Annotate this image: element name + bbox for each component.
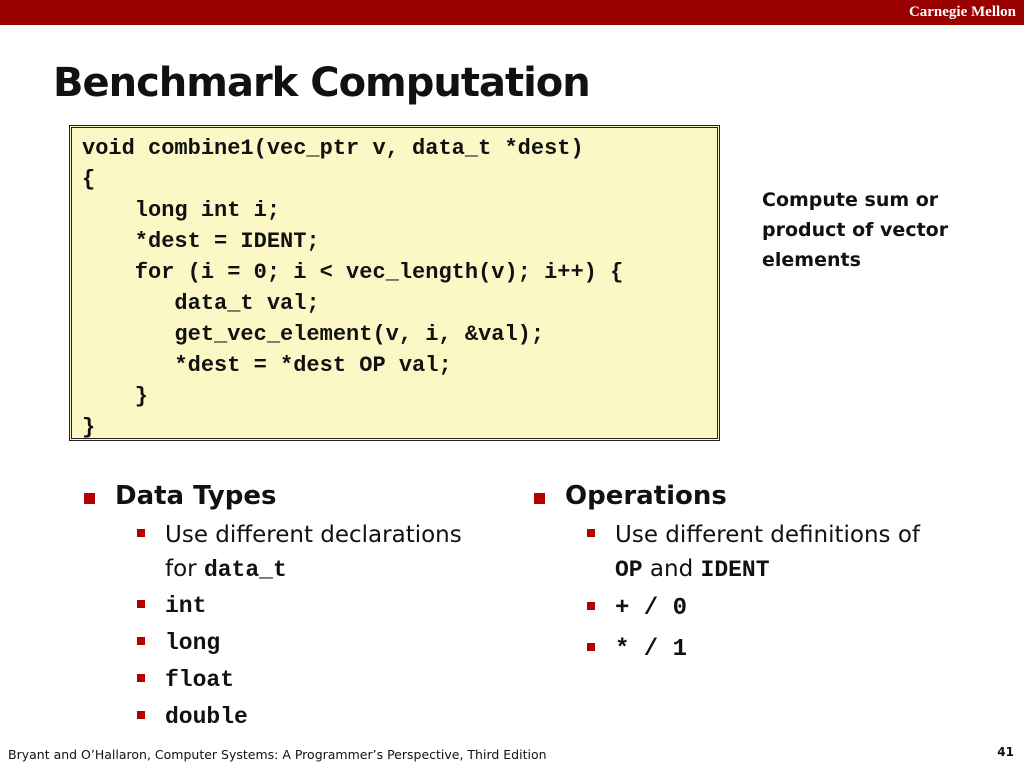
operations-heading: Operations (534, 478, 974, 518)
code-term: long (165, 630, 221, 656)
code-term: * / 1 (615, 636, 688, 663)
code-line: } (82, 415, 96, 440)
square-bullet-icon (84, 493, 95, 504)
code-term: data_t (203, 557, 287, 583)
code-term: double (165, 704, 248, 730)
square-bullet-icon (137, 529, 145, 537)
code-term: float (165, 667, 235, 693)
side-note-line: product of vector (762, 219, 949, 241)
top-brand-bar: Carnegie Mellon (0, 0, 1024, 25)
data-types-description: Use different declarations for data_t (84, 518, 504, 587)
code-term: + / 0 (615, 595, 688, 622)
square-bullet-icon (137, 637, 145, 645)
slide-title: Benchmark Computation (53, 60, 591, 106)
list-item: * / 1 (534, 628, 974, 669)
code-line: get_vec_element(v, i, &val); (82, 322, 545, 347)
heading-text: Data Types (115, 481, 277, 511)
heading-text: Operations (565, 481, 727, 511)
list-item: int (84, 587, 504, 624)
side-note-line: elements (762, 249, 861, 271)
operations-section: Operations Use different definitions of … (534, 478, 974, 669)
square-bullet-icon (137, 711, 145, 719)
square-bullet-icon (137, 600, 145, 608)
description-text: and (642, 556, 701, 582)
code-line: } (82, 384, 149, 409)
footer-citation: Bryant and O’Hallaron, Computer Systems:… (8, 747, 547, 762)
side-note-line: Compute sum or (762, 189, 939, 211)
brand-label: Carnegie Mellon (908, 4, 1016, 20)
square-bullet-icon (587, 643, 595, 651)
code-term: IDENT (700, 557, 770, 583)
page-number: 41 (997, 745, 1014, 759)
list-item: + / 0 (534, 587, 974, 628)
square-bullet-icon (137, 674, 145, 682)
code-line: long int i; (82, 198, 281, 223)
data-types-heading: Data Types (84, 478, 504, 518)
square-bullet-icon (587, 529, 595, 537)
code-line: for (i = 0; i < vec_length(v); i++) { (82, 260, 624, 285)
description-text: Use different definitions of (615, 522, 920, 548)
code-line: *dest = IDENT; (82, 229, 320, 254)
side-note: Compute sum or product of vector element… (762, 185, 992, 275)
code-block: void combine1(vec_ptr v, data_t *dest) {… (69, 125, 720, 441)
code-term: int (165, 593, 207, 619)
data-types-section: Data Types Use different declarations fo… (84, 478, 504, 735)
code-line: void combine1(vec_ptr v, data_t *dest) (82, 136, 584, 161)
code-term: OP (615, 557, 643, 583)
list-item: float (84, 661, 504, 698)
square-bullet-icon (534, 493, 545, 504)
square-bullet-icon (587, 602, 595, 610)
code-line: { (82, 167, 96, 192)
description-text: for (165, 556, 204, 582)
description-text: Use different declarations (165, 522, 462, 548)
code-line: *dest = *dest OP val; (82, 353, 452, 378)
operations-description: Use different definitions of OP and IDEN… (534, 518, 974, 587)
list-item: double (84, 698, 504, 735)
code-line: data_t val; (82, 291, 320, 316)
list-item: long (84, 624, 504, 661)
